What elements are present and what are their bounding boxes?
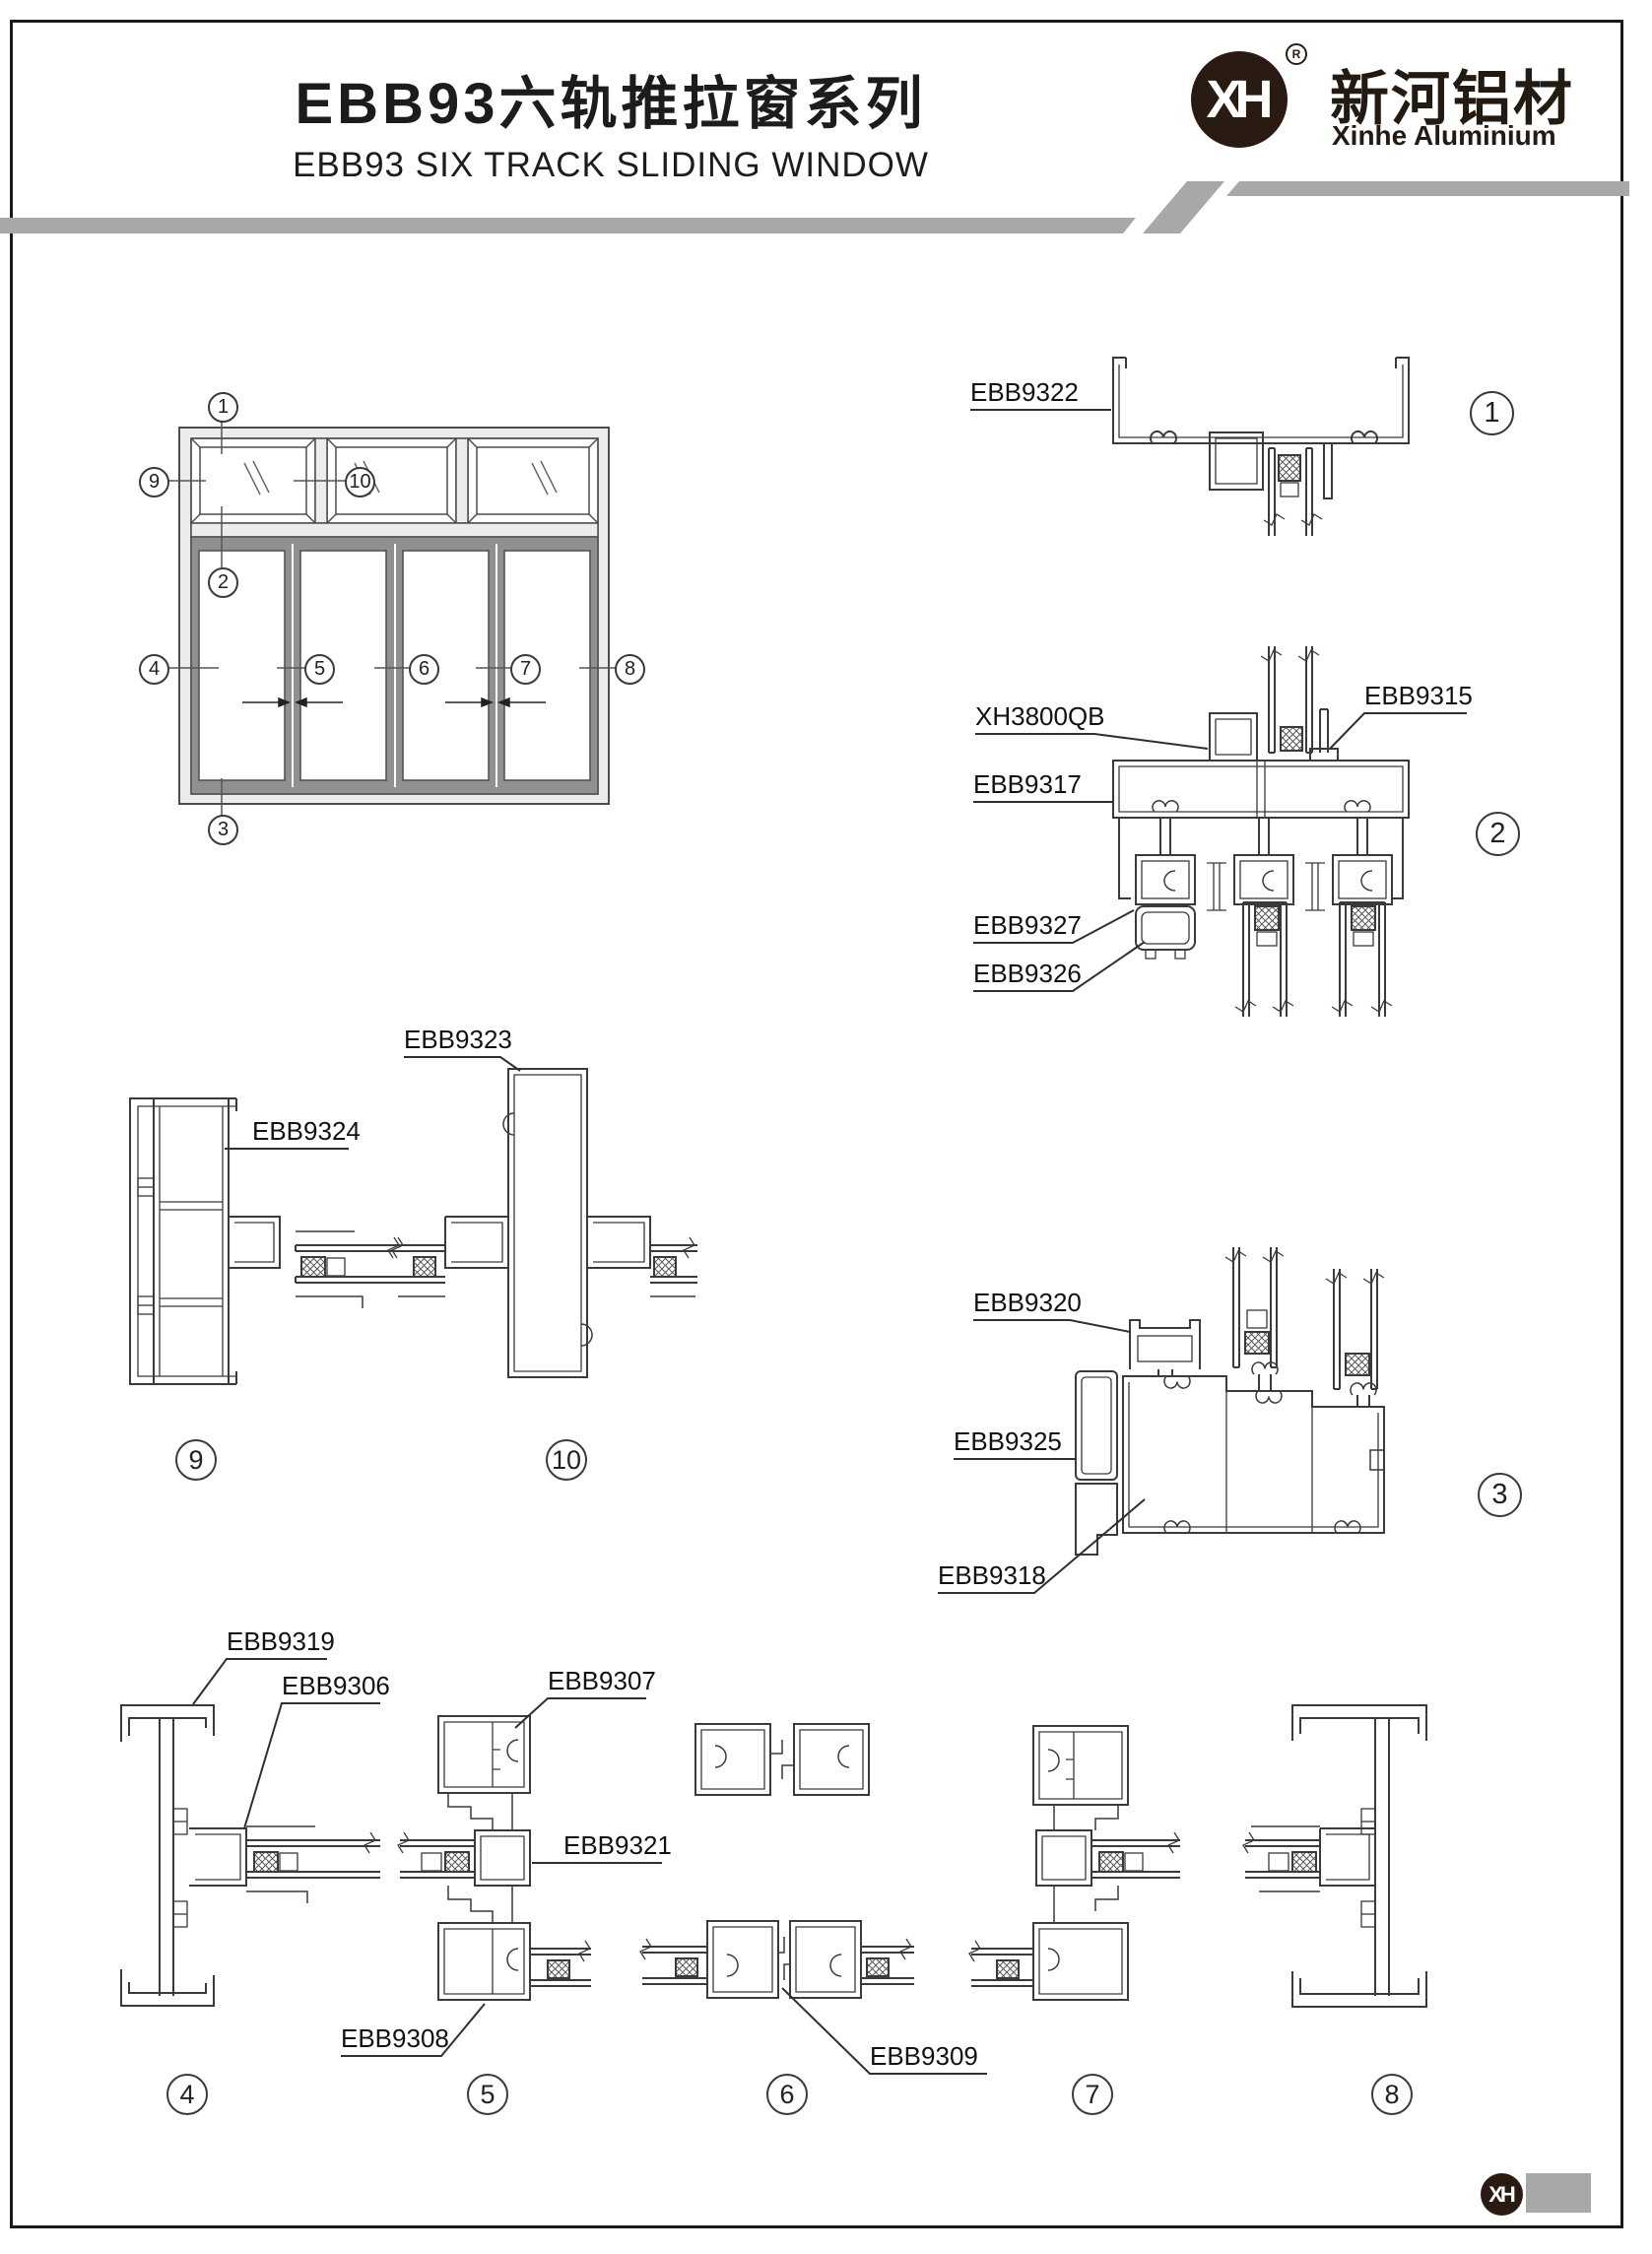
brand-name-en: Xinhe Aluminium <box>1332 120 1556 151</box>
detail-1-section-drawing <box>1112 357 1410 536</box>
window-elevation-drawing <box>165 419 616 816</box>
part-label-xh3800qb: XH3800QB <box>975 701 1105 731</box>
brand-name-cn: 新河铝材 <box>1330 66 1574 132</box>
part-label-ebb9320: EBB9320 <box>973 1288 1082 1317</box>
callout-10: 10 <box>345 467 375 497</box>
callout-4: 4 <box>139 654 169 685</box>
part-label-ebb9325: EBB9325 <box>954 1426 1062 1456</box>
part-label-ebb9308: EBB9308 <box>341 2023 449 2053</box>
xinhe-logo-icon: XH <box>1191 51 1288 148</box>
callout-7: 7 <box>510 654 541 685</box>
label-leader-lines <box>192 409 1467 2075</box>
part-label-ebb9327: EBB9327 <box>973 910 1082 940</box>
callout-2: 2 <box>208 567 238 598</box>
part-label-ebb9326: EBB9326 <box>973 959 1082 988</box>
slide-direction-arrows <box>242 696 546 708</box>
part-label-ebb9307: EBB9307 <box>548 1666 656 1695</box>
elevation-callout-leaders <box>165 419 616 816</box>
part-label-ebb9323: EBB9323 <box>404 1025 512 1054</box>
detail-5-section-drawing <box>397 1715 591 2001</box>
detail-6-section-drawing <box>639 1723 914 1999</box>
footer-logo-icon: XH <box>1481 2173 1523 2216</box>
part-label-ebb9306: EBB9306 <box>282 1671 390 1700</box>
detail-3-section-drawing <box>1075 1247 1385 1556</box>
detail-number-6: 6 <box>766 2074 808 2115</box>
detail-2-section-drawing <box>1112 646 1410 1017</box>
detail-number-8: 8 <box>1371 2074 1413 2115</box>
detail-10-section-drawing <box>387 1068 697 1378</box>
part-label-ebb9315: EBB9315 <box>1364 681 1473 710</box>
detail-7-section-drawing <box>968 1725 1180 2001</box>
callout-9: 9 <box>139 467 169 497</box>
detail-number-7: 7 <box>1072 2074 1113 2115</box>
detail-8-section-drawing <box>1242 1704 1427 2008</box>
detail-number-4: 4 <box>166 2074 208 2115</box>
detail-number-3: 3 <box>1478 1473 1522 1517</box>
detail-number-2: 2 <box>1476 812 1520 856</box>
detail-4-section-drawing <box>120 1704 380 2007</box>
part-label-ebb9309: EBB9309 <box>870 2041 978 2071</box>
part-label-ebb9321: EBB9321 <box>563 1830 672 1860</box>
part-label-ebb9324: EBB9324 <box>252 1116 361 1146</box>
callout-3: 3 <box>208 815 238 845</box>
detail-number-5: 5 <box>467 2074 508 2115</box>
detail-number-10: 10 <box>546 1439 587 1481</box>
part-label-ebb9317: EBB9317 <box>973 769 1082 799</box>
logo-monogram: XH <box>1206 70 1273 129</box>
part-label-ebb9318: EBB9318 <box>938 1560 1046 1590</box>
callout-6: 6 <box>409 654 439 685</box>
part-label-ebb9322: EBB9322 <box>970 377 1079 407</box>
detail-number-1: 1 <box>1470 391 1514 435</box>
page-subtitle: EBB93 SIX TRACK SLIDING WINDOW <box>293 146 929 184</box>
footer-accent-bar <box>1526 2173 1591 2213</box>
detail-number-9: 9 <box>175 1439 217 1481</box>
detail-9-section-drawing <box>129 1097 408 1385</box>
page-title: EBB93六轨推拉窗系列 <box>295 72 927 136</box>
callout-8: 8 <box>615 654 645 685</box>
part-label-ebb9319: EBB9319 <box>227 1626 335 1656</box>
callout-1: 1 <box>208 392 238 423</box>
footer-logo-monogram: XH <box>1488 2181 1516 2207</box>
callout-5: 5 <box>304 654 335 685</box>
header-accent-band <box>0 181 1629 233</box>
registered-trademark-icon: R <box>1286 43 1307 65</box>
